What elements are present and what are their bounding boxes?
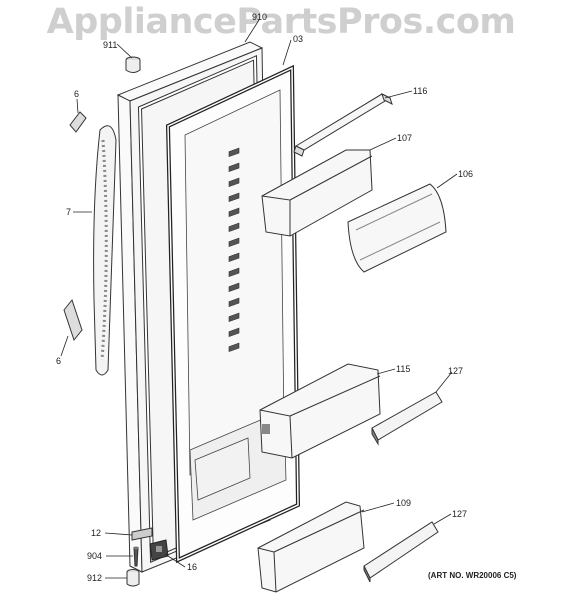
cam-912[interactable] — [126, 569, 140, 587]
door-bin-109[interactable] — [257, 501, 365, 593]
door-liner[interactable] — [165, 64, 301, 564]
bin-front-127-upper[interactable] — [371, 391, 443, 446]
callout-115: 115 — [396, 364, 410, 374]
liner-shelf-ribs — [228, 147, 240, 353]
callout-109: 109 — [396, 498, 411, 508]
door-bin-107[interactable] — [261, 149, 373, 237]
callout-03: 03 — [293, 34, 303, 44]
handle-end-cap-bottom[interactable] — [63, 298, 83, 342]
screw-904[interactable] — [133, 546, 139, 567]
callout-16: 16 — [187, 562, 197, 572]
callout-910: 910 — [252, 12, 267, 22]
door-stop-12[interactable] — [131, 527, 153, 541]
callout-911: 911 — [103, 40, 117, 50]
shelf-cover-116[interactable] — [293, 93, 393, 157]
dairy-door-106[interactable] — [347, 183, 447, 273]
callout-6-bottom: 6 — [56, 356, 61, 366]
callout-127-upper: 127 — [448, 366, 463, 376]
hinge-bushing[interactable] — [125, 56, 141, 73]
callout-labels: 911 910 03 6 7 6 116 107 106 115 127 109… — [56, 12, 473, 583]
bin-front-127-lower[interactable] — [363, 521, 439, 583]
art-number: (ART NO. WR20006 C5) — [428, 571, 517, 580]
callout-7: 7 — [66, 207, 71, 217]
watermark: AppliancePartsPros.com — [46, 2, 516, 42]
callout-127-lower: 127 — [452, 509, 467, 519]
leader-lines — [60, 19, 458, 579]
callout-107: 107 — [397, 133, 412, 143]
callout-904: 904 — [87, 551, 102, 561]
callout-106: 106 — [458, 169, 473, 179]
callout-6-top: 6 — [74, 89, 79, 99]
door-handle[interactable] — [93, 125, 117, 376]
callout-912: 912 — [87, 573, 102, 583]
callout-12: 12 — [91, 528, 101, 538]
door-bin-115[interactable] — [259, 363, 381, 459]
door-closer-16[interactable] — [149, 539, 169, 561]
callout-116: 116 — [413, 86, 427, 96]
handle-end-cap-top[interactable] — [69, 111, 87, 133]
